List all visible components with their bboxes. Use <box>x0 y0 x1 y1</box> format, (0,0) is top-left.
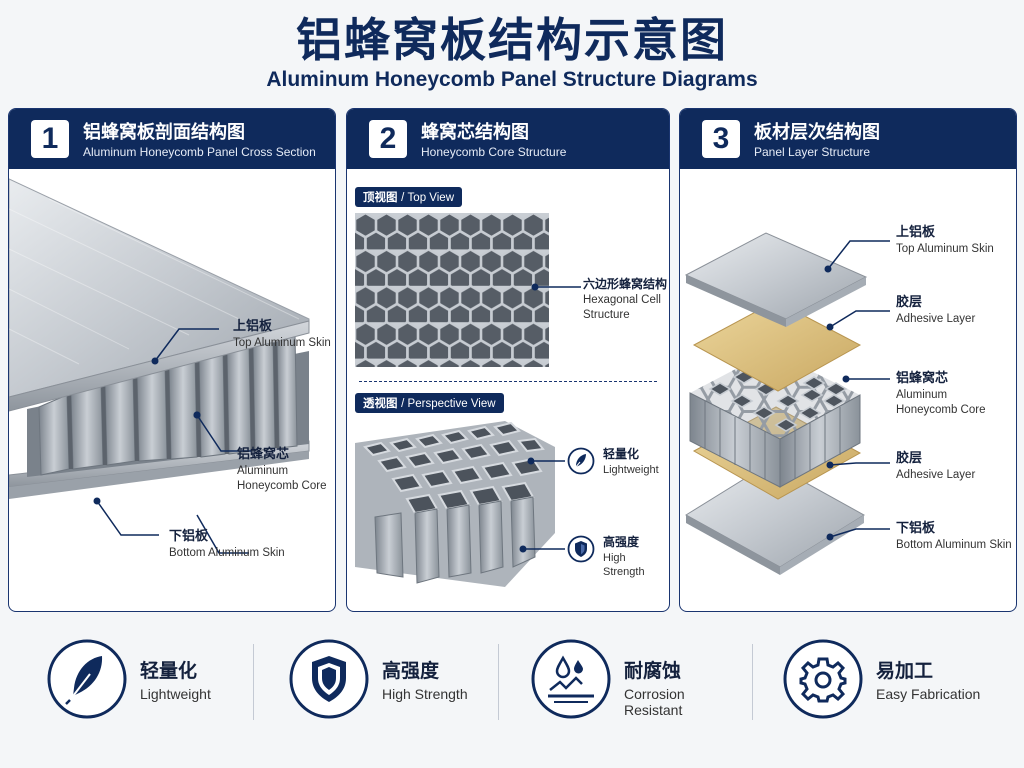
panel-header: 2 蜂窝芯结构图 Honeycomb Core Structure <box>347 109 669 169</box>
shield-icon <box>288 638 370 720</box>
panel-title-en: Aluminum Honeycomb Panel Cross Section <box>83 145 316 159</box>
feature-subtitle: High Strength <box>382 686 468 702</box>
panel-title-en: Panel Layer Structure <box>754 145 870 159</box>
feature-divider <box>253 644 254 720</box>
droplets-icon <box>530 638 612 720</box>
panel-cross-section: 1 铝蜂窝板剖面结构图 Aluminum Honeycomb Panel Cro… <box>8 108 336 612</box>
feature-subtitle: Easy Fabrication <box>876 686 980 702</box>
label-adhesive-lower: 胶层 Adhesive Layer <box>896 451 975 483</box>
panel-header: 3 板材层次结构图 Panel Layer Structure <box>680 109 1016 169</box>
panel-layer-structure: 3 板材层次结构图 Panel Layer Structure <box>679 108 1017 612</box>
section-divider <box>359 381 657 382</box>
panel-number: 1 <box>31 120 69 158</box>
panel-number: 3 <box>702 120 740 158</box>
feature-title: 高强度 <box>382 656 439 683</box>
panel-title-en: Honeycomb Core Structure <box>421 145 566 159</box>
feature-subtitle: Lightweight <box>140 686 211 702</box>
label-honeycomb-core: 铝蜂窝芯 Aluminum Honeycomb Core <box>237 447 326 494</box>
feature-title: 耐腐蚀 <box>624 656 681 683</box>
top-view-illustration <box>355 213 549 367</box>
label-hexagonal-cell: 六边形蜂窝结构 Hexagonal Cell Structure <box>583 277 667 322</box>
panel-core-structure: 2 蜂窝芯结构图 Honeycomb Core Structure 顶视图 / … <box>346 108 670 612</box>
label-lightweight: 轻量化 Lightweight <box>603 447 659 477</box>
perspective-view-illustration <box>355 417 555 587</box>
feather-icon <box>46 638 128 720</box>
label-honeycomb-core: 铝蜂窝芯 Aluminum Honeycomb Core <box>896 371 985 418</box>
feather-icon <box>567 447 595 475</box>
shield-icon <box>567 535 595 563</box>
panel-title-cn: 铝蜂窝板剖面结构图 <box>83 118 245 144</box>
panel-header: 1 铝蜂窝板剖面结构图 Aluminum Honeycomb Panel Cro… <box>9 109 335 169</box>
top-skin-layer <box>686 233 866 327</box>
top-view-tag: 顶视图 / Top View <box>355 187 462 207</box>
feature-title: 易加工 <box>876 656 933 683</box>
page-title: 铝蜂窝板结构示意图 <box>0 4 1024 70</box>
panel-number: 2 <box>369 120 407 158</box>
label-bottom-skin: 下铝板 Bottom Aluminum Skin <box>169 529 285 561</box>
feature-high-strength: 高强度 High Strength <box>288 634 488 724</box>
feature-lightweight: 轻量化 Lightweight <box>46 634 246 724</box>
page-subtitle: Aluminum Honeycomb Panel Structure Diagr… <box>0 68 1024 92</box>
feature-subtitle: Corrosion Resistant <box>624 686 740 718</box>
label-adhesive-upper: 胶层 Adhesive Layer <box>896 295 975 327</box>
feature-title: 轻量化 <box>140 656 197 683</box>
feature-divider <box>498 644 499 720</box>
feature-divider <box>752 644 753 720</box>
feature-easy-fabrication: 易加工 Easy Fabrication <box>782 634 992 724</box>
perspective-view-tag: 透视图 / Perspective View <box>355 393 504 413</box>
gear-icon <box>782 638 864 720</box>
feature-corrosion-resistant: 耐腐蚀 Corrosion Resistant <box>530 634 740 724</box>
panel-title-cn: 蜂窝芯结构图 <box>421 118 529 144</box>
label-high-strength: 高强度 High Strength <box>603 535 669 579</box>
label-top-skin: 上铝板 Top Aluminum Skin <box>233 319 331 351</box>
panel-title-cn: 板材层次结构图 <box>754 118 880 144</box>
label-top-skin: 上铝板 Top Aluminum Skin <box>896 225 994 257</box>
label-bottom-skin: 下铝板 Bottom Aluminum Skin <box>896 521 1012 553</box>
